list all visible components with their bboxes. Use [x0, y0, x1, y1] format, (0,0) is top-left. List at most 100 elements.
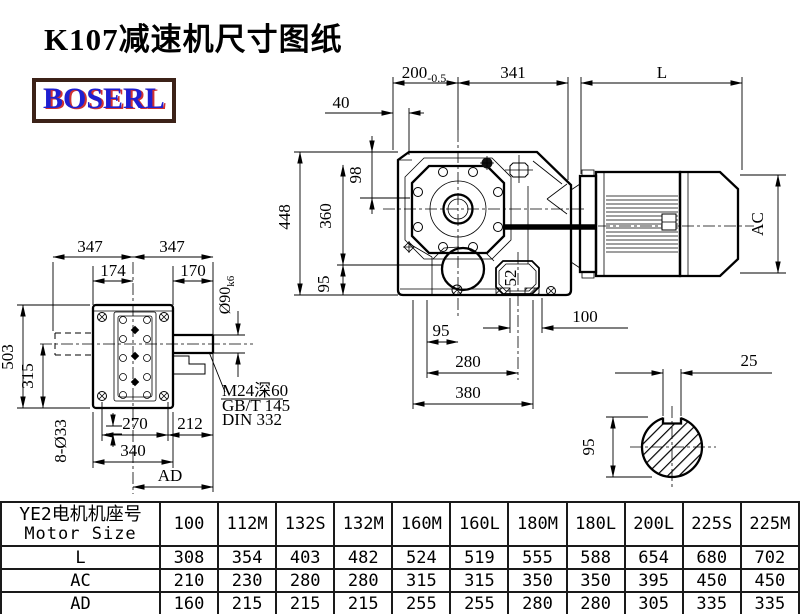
column-header: 112M: [217, 501, 278, 547]
table-cell: 305: [623, 591, 684, 614]
dim-360: 360: [316, 203, 335, 229]
table-cell: 335: [681, 591, 742, 614]
dim-340: 340: [120, 441, 146, 460]
table-cell: 160: [158, 591, 220, 614]
table-cell: 335: [739, 591, 800, 614]
column-header: 132M: [333, 501, 394, 547]
table-cell: 450: [739, 568, 800, 593]
dimensions-shaft: 25 95: [579, 351, 772, 478]
note-gbt: GB/T 145: [222, 396, 290, 415]
table-cell: 255: [391, 591, 452, 614]
dim-shaft-95: 95: [579, 439, 598, 456]
dim-503: 503: [0, 344, 17, 370]
side-view: [40, 262, 253, 494]
table-cell: 215: [275, 591, 336, 614]
dim-174: 174: [100, 261, 126, 280]
dim-AC: AC: [748, 212, 767, 236]
table-cell: 280: [507, 591, 568, 614]
row-label: L: [0, 545, 161, 570]
fan-cowl: [678, 170, 740, 278]
dim-L: L: [657, 63, 667, 82]
flange-bolt-holes: [413, 167, 503, 252]
row-label: AC: [0, 568, 161, 593]
page-title: K107减速机尺寸图纸: [44, 22, 343, 57]
dim-170: 170: [180, 261, 206, 280]
table-cell: 354: [217, 545, 278, 570]
dim-shaft-dia: Ø90k6: [217, 275, 237, 314]
dim-347-left: 347: [77, 237, 103, 256]
table-cell: 524: [391, 545, 452, 570]
technical-drawing: 200-0.5 341 L 40 98 448 360 95 95 280: [0, 63, 786, 494]
dim-100: 100: [572, 307, 598, 326]
table-cell: 702: [739, 545, 800, 570]
dim-95-bottom: 95: [433, 321, 450, 340]
column-header: 225M: [739, 501, 800, 547]
table-cell: 588: [565, 545, 626, 570]
cooling-fins: [606, 195, 678, 253]
dim-8xd33: 8-Ø33: [51, 419, 70, 462]
motor-view: [570, 169, 740, 279]
table-cell: 450: [681, 568, 742, 593]
column-header: 225S: [681, 501, 742, 547]
dim-448: 448: [275, 204, 294, 230]
table-cell: 395: [623, 568, 684, 593]
table-cell: 308: [158, 545, 220, 570]
column-header: 100: [158, 501, 220, 547]
column-header: 180L: [565, 501, 626, 547]
dim-98: 98: [346, 167, 365, 184]
column-header: 180M: [507, 501, 568, 547]
dim-212: 212: [177, 414, 203, 433]
table-cell: 255: [449, 591, 510, 614]
dimensions-front: 200-0.5 341 L 40 98 448 360 95 95 280: [275, 63, 786, 409]
dim-40: 40: [333, 93, 350, 112]
table-cell: 403: [275, 545, 336, 570]
dim-315: 315: [18, 363, 37, 389]
column-header: 160L: [449, 501, 510, 547]
dim-25: 25: [741, 351, 758, 370]
table-cell: 482: [333, 545, 394, 570]
shaft-section: [630, 369, 716, 489]
table-cell: 654: [623, 545, 684, 570]
note-din: DIN 332: [222, 410, 282, 429]
dim-52: 52: [501, 270, 520, 287]
table-cell: 350: [565, 568, 626, 593]
table-cell: 680: [681, 545, 742, 570]
table-cell: 519: [449, 545, 510, 570]
dim-341: 341: [500, 63, 526, 82]
table-cell: 280: [333, 568, 394, 593]
table-cell: 230: [217, 568, 278, 593]
column-header: 160M: [391, 501, 452, 547]
table-cell: 315: [391, 568, 452, 593]
column-header: 132S: [275, 501, 336, 547]
note-m24: M24深60: [222, 381, 288, 400]
table-cell: 280: [565, 591, 626, 614]
housing-bolts: [403, 155, 556, 296]
row-label: AD: [0, 591, 161, 614]
table-cell: 555: [507, 545, 568, 570]
table-cell: 210: [158, 568, 220, 593]
table-cell: 350: [507, 568, 568, 593]
dimensions-side: 347 347 174 170 503 315 8-Ø33 270 212 34…: [0, 237, 290, 492]
table-cell: 315: [449, 568, 510, 593]
brand-logo: BOSERL: [32, 78, 176, 123]
table-cell: 215: [333, 591, 394, 614]
column-header: 200L: [623, 501, 684, 547]
dim-380: 380: [455, 383, 481, 402]
table-cell: 215: [217, 591, 278, 614]
dim-347-right: 347: [159, 237, 185, 256]
dim-95-side: 95: [314, 276, 333, 293]
dim-AD: AD: [158, 466, 183, 485]
dim-270: 270: [122, 414, 148, 433]
dim-280: 280: [455, 352, 481, 371]
table-cell: 280: [275, 568, 336, 593]
brand-logo-text: BOSERL: [43, 82, 165, 115]
front-view: [383, 130, 754, 380]
dim-200: 200-0.5: [402, 63, 447, 85]
